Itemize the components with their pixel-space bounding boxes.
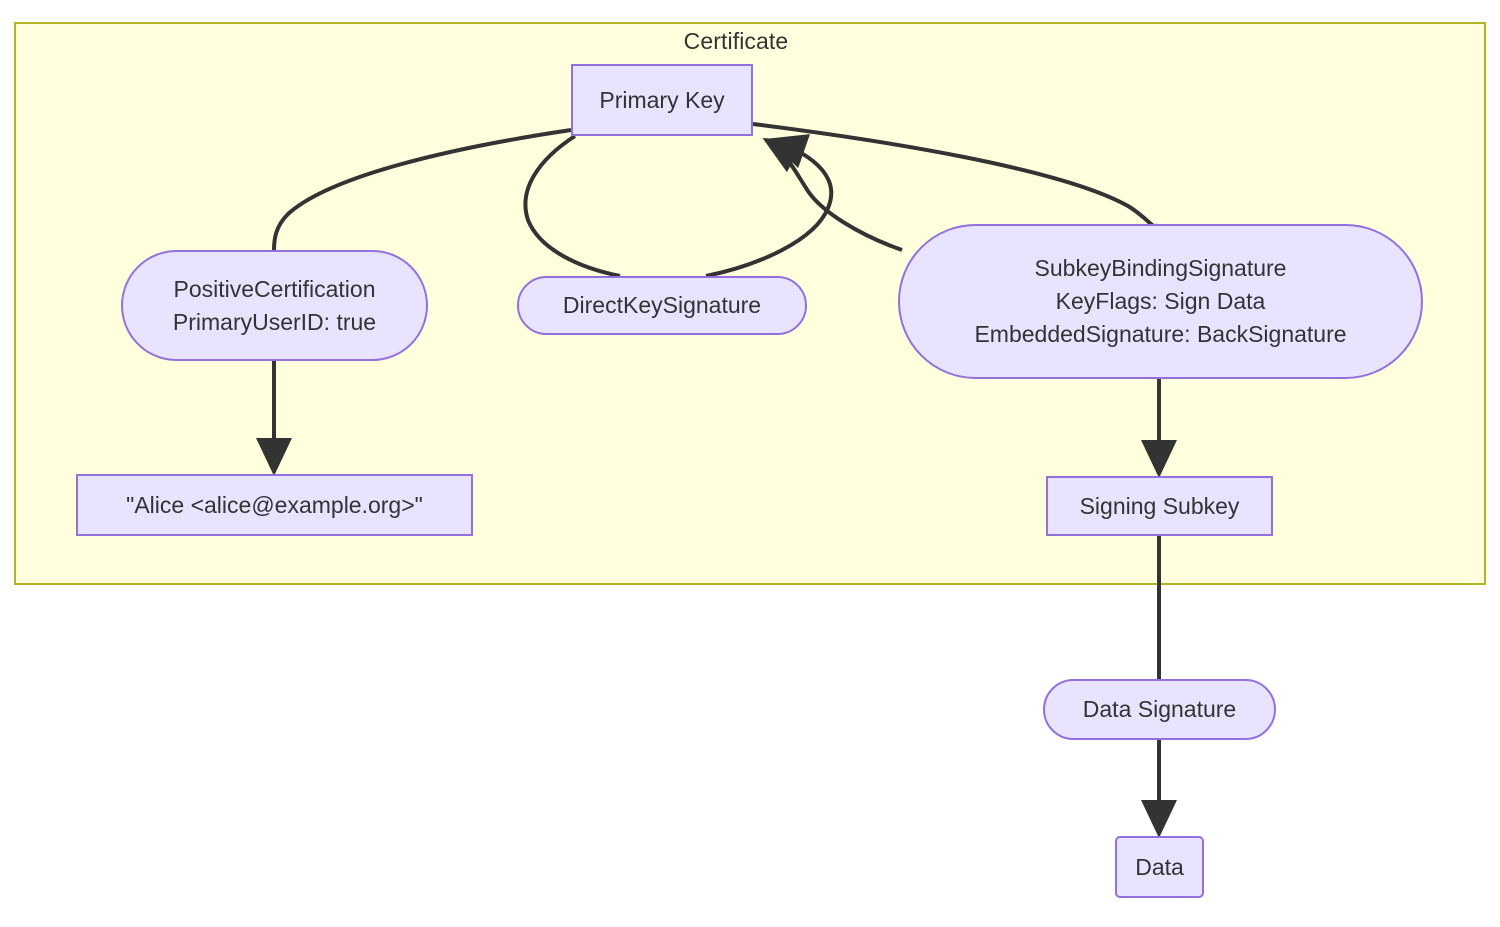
node-positive-certification-line-1: PrimaryUserID: true <box>172 308 377 335</box>
node-subkey-binding-signature-line-2: EmbeddedSignature: BackSignature <box>974 321 1347 347</box>
node-data-signature[interactable]: Data Signature <box>1043 679 1276 740</box>
node-positive-certification-line-0: PositiveCertification <box>173 275 376 302</box>
node-signing-subkey-line-0: Signing Subkey <box>1079 492 1240 519</box>
node-subkey-binding-signature-line-0: SubkeyBindingSignature <box>1034 255 1287 281</box>
node-direct-key-signature[interactable]: DirectKeySignature <box>517 276 807 335</box>
subgraph-certificate-title: Certificate <box>683 28 789 54</box>
node-signing-subkey[interactable]: Signing Subkey <box>1046 476 1273 536</box>
node-data-line-0: Data <box>1135 853 1184 880</box>
node-subkey-binding-signature[interactable]: SubkeyBindingSignature KeyFlags: Sign Da… <box>898 224 1423 379</box>
node-primary-key[interactable]: Primary Key <box>571 64 753 136</box>
node-alice-user-id-line-0: "Alice <alice@example.org>" <box>126 491 423 518</box>
node-direct-key-signature-line-0: DirectKeySignature <box>562 292 762 318</box>
node-alice-user-id[interactable]: "Alice <alice@example.org>" <box>76 474 473 536</box>
node-data[interactable]: Data <box>1115 836 1204 898</box>
node-subkey-binding-signature-line-1: KeyFlags: Sign Data <box>1055 288 1266 314</box>
node-data-signature-line-0: Data Signature <box>1082 696 1237 722</box>
node-positive-certification[interactable]: PositiveCertification PrimaryUserID: tru… <box>121 250 428 361</box>
node-primary-key-line-0: Primary Key <box>599 86 725 113</box>
